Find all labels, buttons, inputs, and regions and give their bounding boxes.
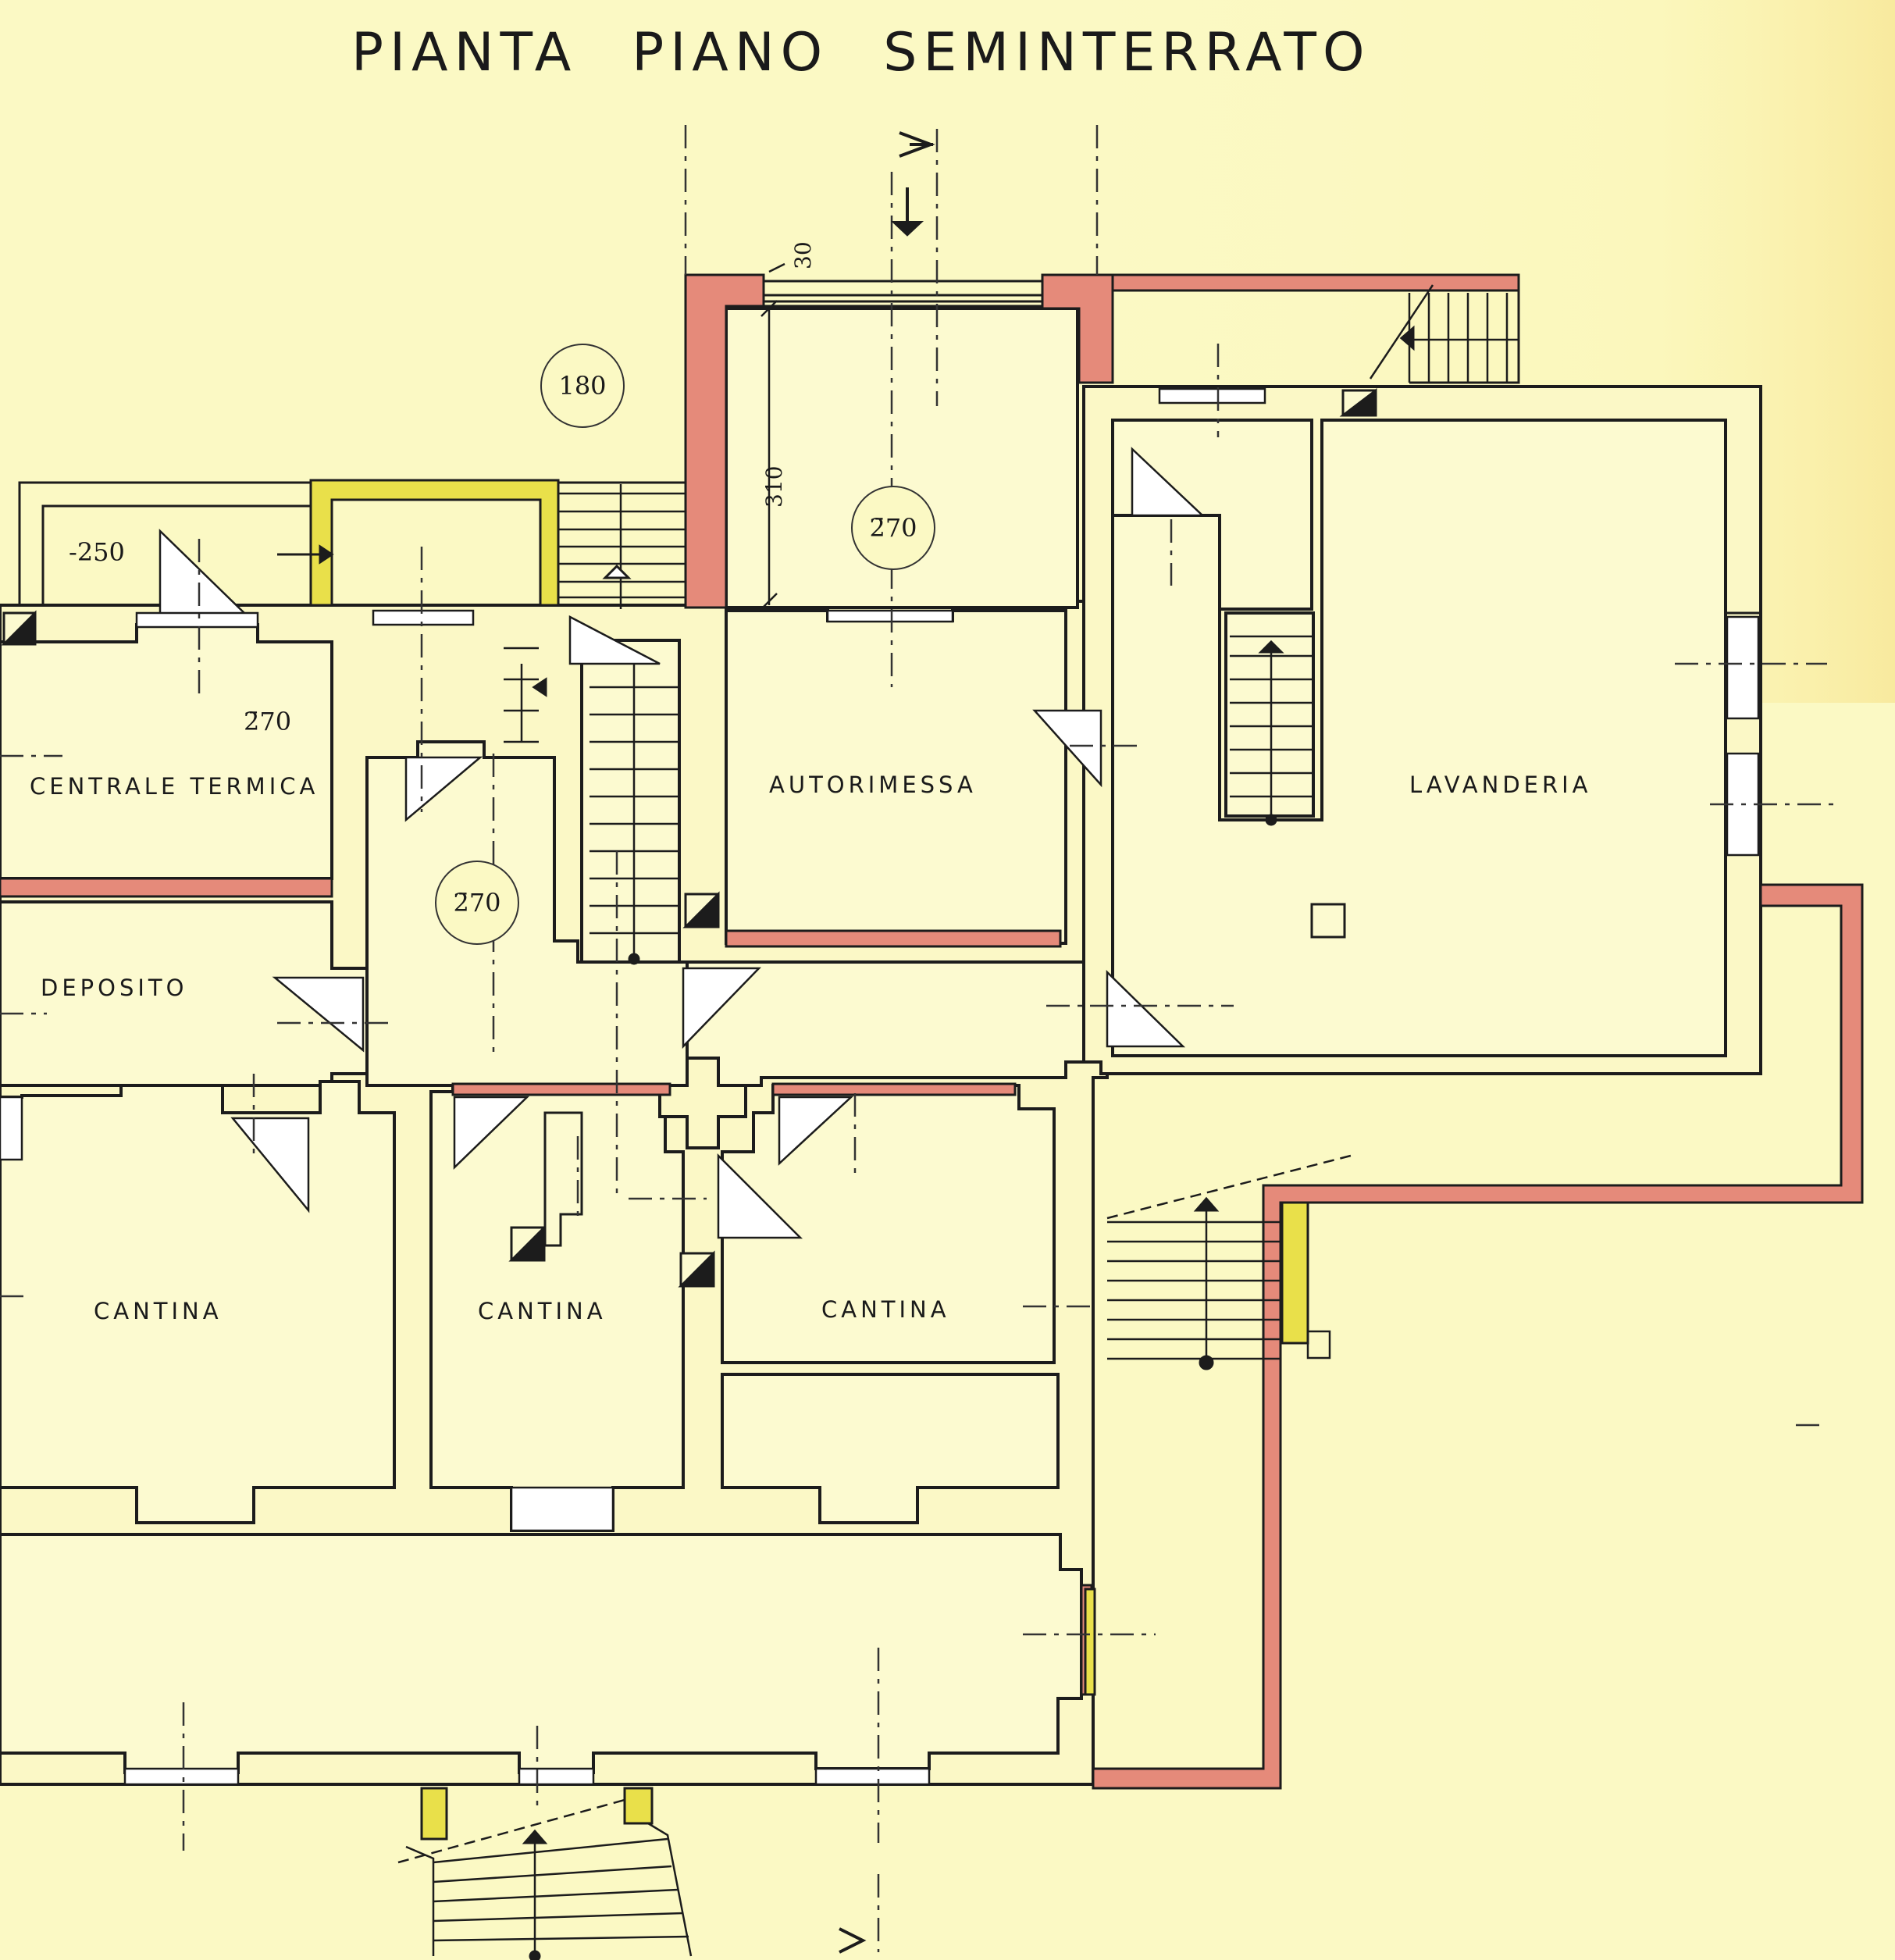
red-wall-garage-left [684, 273, 765, 609]
window-lower-2 [518, 1767, 595, 1786]
door-centrale [159, 529, 251, 618]
room-lower-hall [0, 1533, 1083, 1774]
dimension-30: 30 [790, 241, 816, 269]
yellow-wall-light-well [309, 479, 560, 607]
door-swings [159, 447, 1206, 1239]
door-lightwell [568, 615, 661, 665]
window-east-small [1158, 387, 1266, 404]
level-text-minus-250: -250 [69, 537, 125, 567]
red-wall-centrale [0, 877, 333, 898]
red-wall-autorimessa-bottom [725, 929, 1062, 948]
stair-interior-east [1230, 635, 1312, 820]
room-label-cantina-middle: CANTINA [478, 1298, 607, 1324]
door-cantina-r [778, 1096, 854, 1166]
door-hall-west [404, 756, 483, 822]
dimension-ticks [760, 262, 785, 610]
title-word-3: SEMINTERRATO [883, 22, 1371, 84]
room-cantina-right [721, 1084, 1056, 1364]
door-cantina-l [230, 1117, 310, 1213]
red-wall-top-stair [1111, 273, 1520, 292]
yellow-walls [309, 479, 1309, 1841]
room-label-cantina-left: CANTINA [94, 1298, 223, 1324]
stair-south [397, 1798, 693, 1957]
room-label-lavanderia: LAVANDERIA [1409, 772, 1592, 798]
room-label-deposito: DEPOSITO [41, 975, 188, 1001]
stairs [397, 284, 1519, 1957]
window-deposito-w [0, 1096, 23, 1161]
chimney-flues [1, 387, 1377, 1288]
window-cantina-m [510, 1486, 614, 1532]
title-word-1: PIANTA [351, 22, 578, 84]
context-lines [18, 275, 1761, 615]
yellow-wall-entrance-r [623, 1787, 654, 1825]
stair-well-left [580, 639, 681, 964]
window-centrale [135, 611, 259, 629]
stair-east [1106, 1154, 1352, 1363]
stair-well-inner [1224, 611, 1315, 818]
window-lavanderia-1 [1726, 615, 1760, 720]
door-east-small [1131, 447, 1206, 517]
room-voids [0, 609, 1102, 1774]
section-markers [839, 131, 935, 1954]
yellow-wall-entrance-l [420, 1787, 448, 1841]
room-small-north [1111, 419, 1313, 611]
level-marker-270-garage: 2̄70 [851, 486, 935, 570]
terrace-inner-left [41, 504, 311, 605]
title-word-2: PIANO [632, 22, 829, 84]
red-wall-cantina-top2 [771, 1082, 1017, 1096]
window-autorimessa [826, 609, 954, 623]
room-label-centrale-termica: CENTRALE TERMICA [30, 773, 319, 800]
east-wing [1082, 385, 1762, 1075]
door-deposito [272, 976, 365, 1053]
red-wall-cantina-top1 [451, 1082, 671, 1096]
room-centrale-termica [0, 623, 333, 880]
stair-interior-west [504, 647, 679, 960]
red-wall-east-terrace [1092, 883, 1864, 1790]
door-lavanderia-w [1106, 970, 1186, 1048]
door-autorimessa-e [1032, 709, 1102, 788]
door-hall-east [682, 967, 761, 1049]
level-marker-270-hall: 2̄70 [435, 861, 519, 945]
window-hall [372, 609, 475, 626]
window-lower-1 [123, 1767, 240, 1786]
red-walls [0, 273, 1864, 1790]
level-text-270-centrale: 2̄70 [244, 707, 292, 736]
stair-nw [558, 484, 686, 609]
door-cantina-r2 [717, 1153, 803, 1239]
yellow-wall-east-column [1281, 1201, 1309, 1345]
room-under-cantina-right [721, 1373, 1060, 1524]
yellow-wall-bay [1084, 1588, 1096, 1696]
window-lower-3 [814, 1767, 931, 1786]
dimension-310: 310 [761, 465, 787, 508]
level-marker-180: 180 [540, 344, 625, 428]
terrace-outline-left [18, 481, 311, 605]
stair-north-frame [1409, 275, 1520, 384]
drawing-title: PIANTA PIANO SEMINTERRATO [351, 22, 1370, 84]
stair-arrows [277, 325, 1415, 1960]
room-label-autorimessa: AUTORIMESSA [769, 772, 977, 798]
garage-door-frame [762, 280, 1044, 308]
room-label-cantina-right: CANTINA [821, 1296, 950, 1323]
door-cantina-m [453, 1096, 530, 1170]
corridor-east [686, 960, 1102, 1087]
